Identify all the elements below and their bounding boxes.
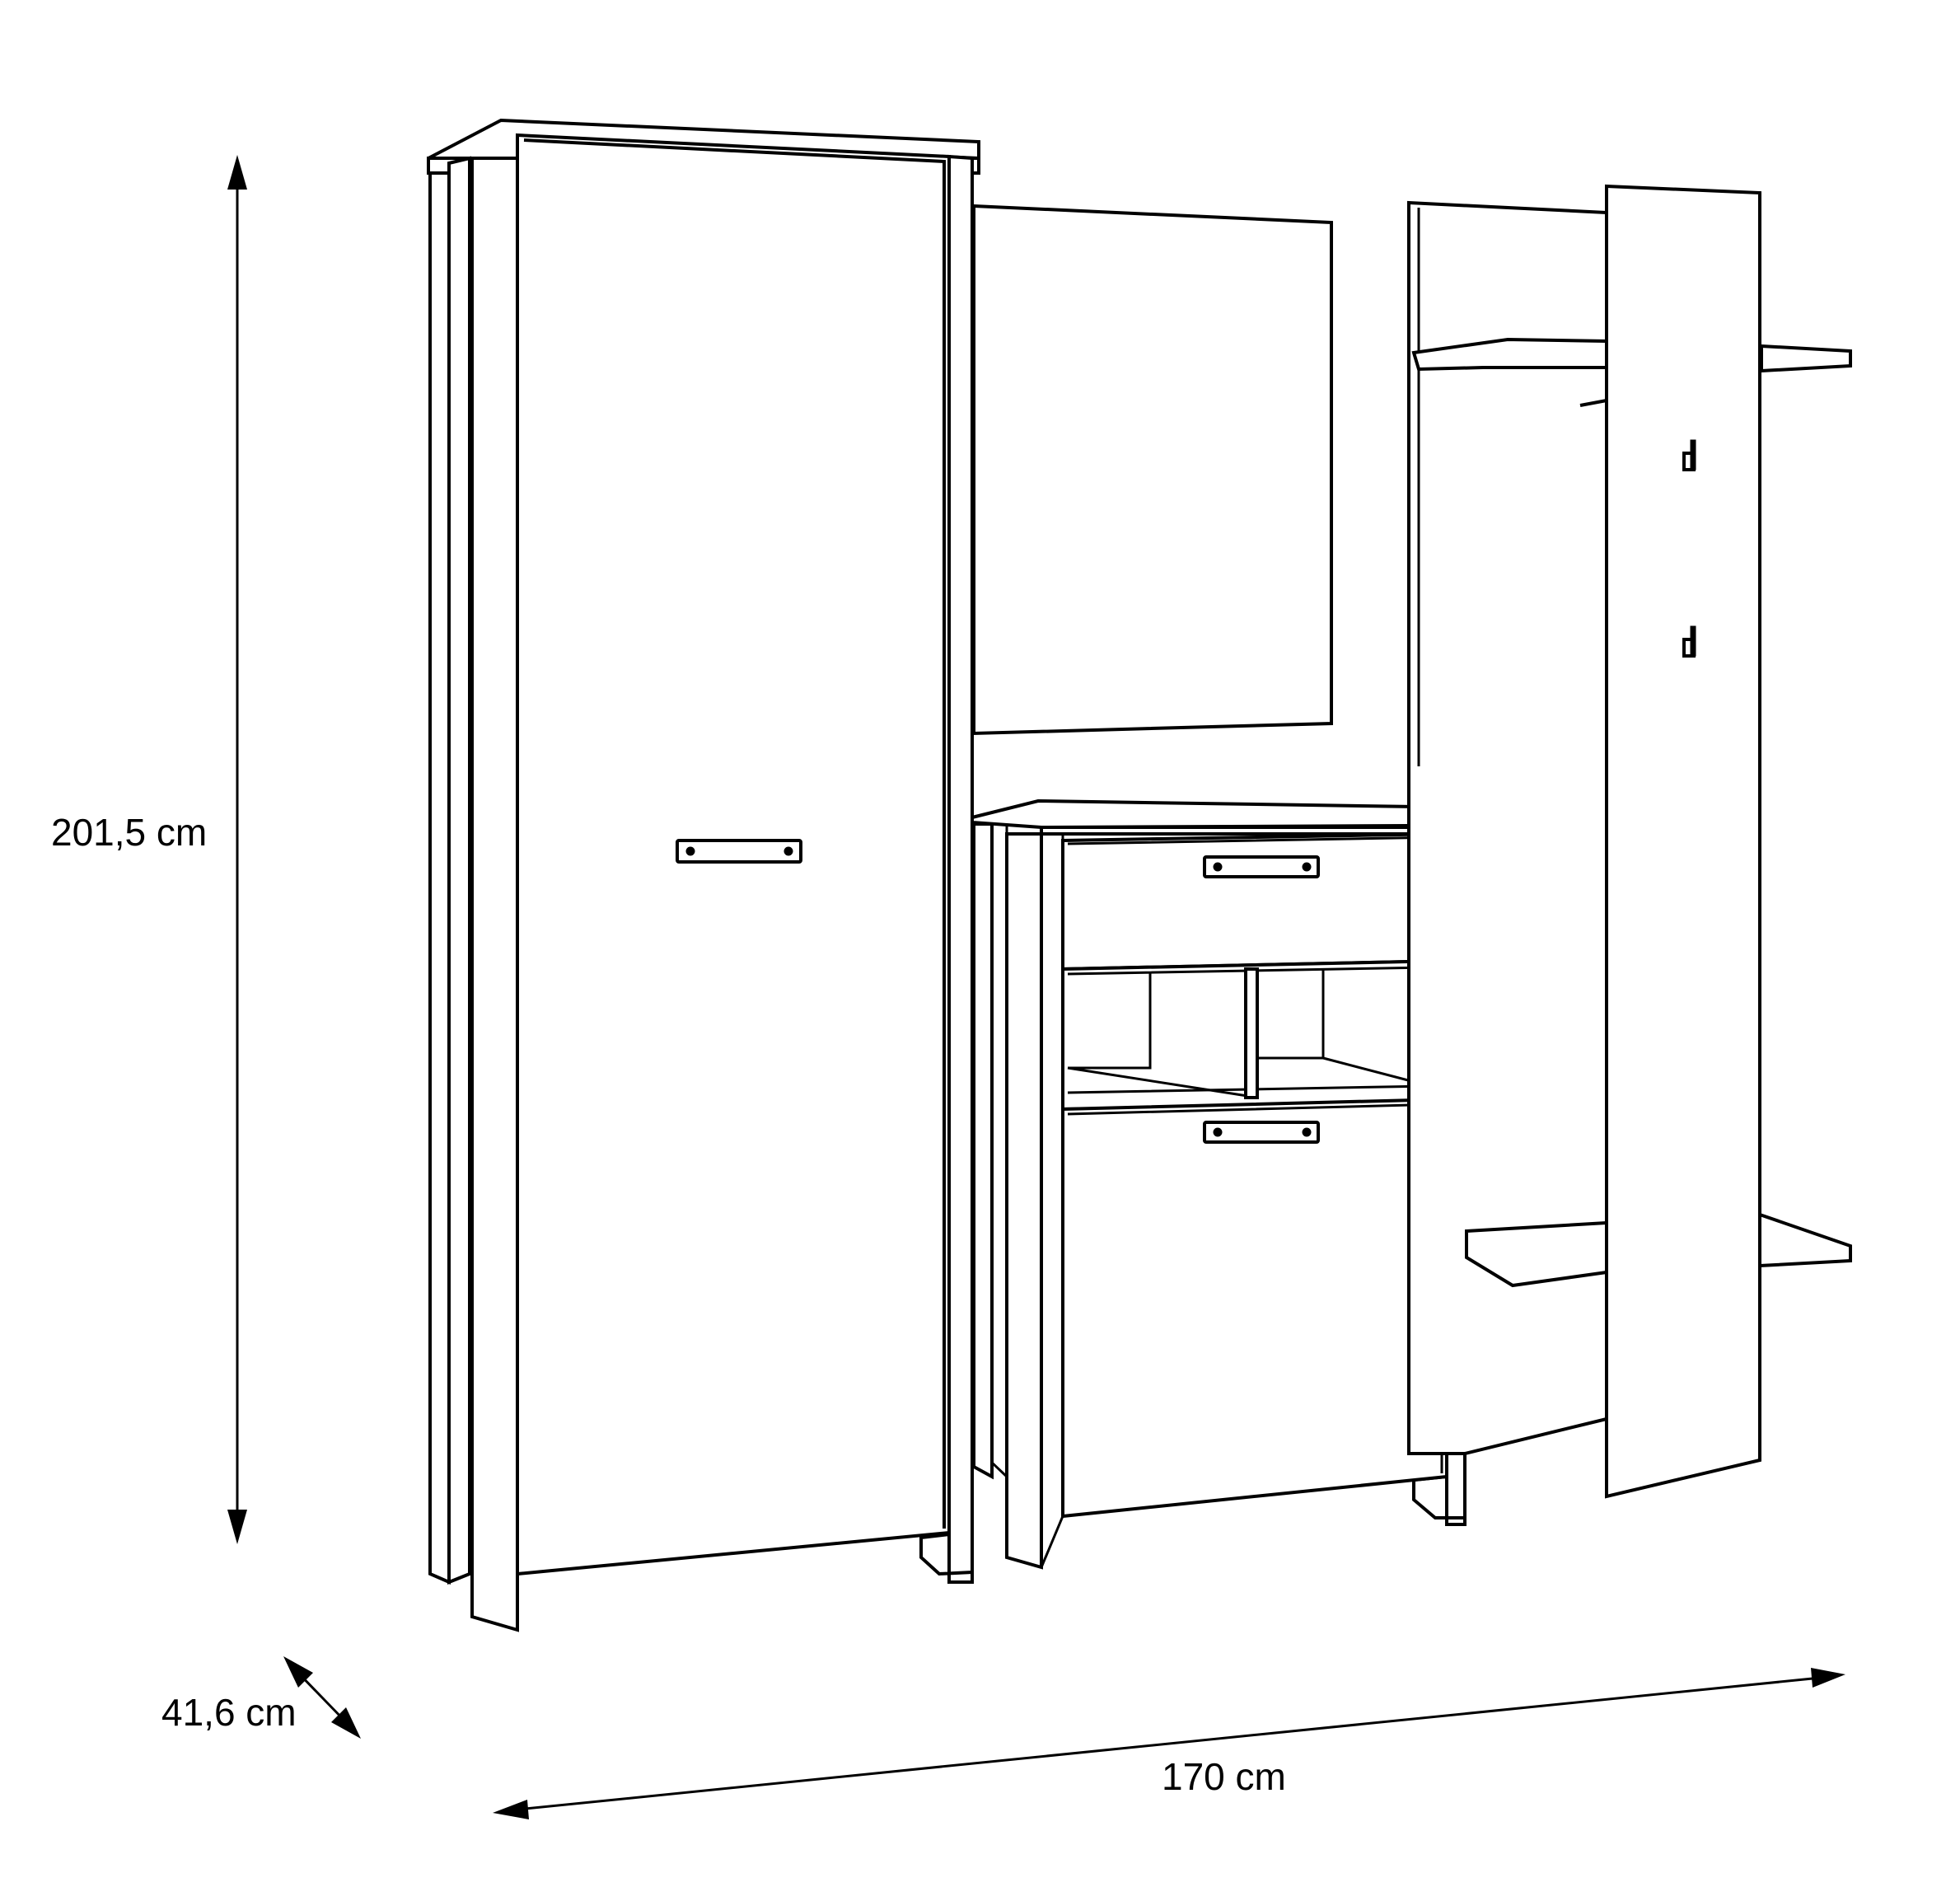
depth-label: 41,6 cm: [161, 1691, 297, 1734]
cabinet-left-side: [1040, 832, 1064, 1568]
cabinet-right-foot: [1412, 1474, 1466, 1526]
cabinet-back-frame: [990, 824, 1008, 1480]
cabinet-front-left-leg: [1005, 832, 1043, 1570]
coat-rack-rail: [1579, 399, 1607, 407]
coat-rack-top-shelf-right: [1760, 344, 1852, 373]
depth-arrow-top-icon: [283, 1656, 313, 1688]
wardrobe: [427, 118, 980, 1632]
width-arrow-right-icon: [1811, 1668, 1845, 1688]
depth-dimension: 41,6 cm: [161, 1656, 361, 1739]
wardrobe-front-left-post: [470, 157, 519, 1632]
cabinet-drawer: [1061, 831, 1448, 972]
coat-rack-front-panel: [1605, 184, 1761, 1499]
coat-rack-bottom-shelf: [1465, 1220, 1608, 1288]
height-arrow-top-icon: [227, 155, 247, 190]
cabinet-top-edge: [1040, 826, 1471, 836]
height-label: 201,5 cm: [51, 811, 207, 854]
wardrobe-left-side: [447, 156, 471, 1585]
depth-arrow-bottom-icon: [331, 1707, 361, 1739]
bottom-door-handle: [1203, 1121, 1320, 1144]
cabinet-bottom-door: [1061, 1097, 1448, 1519]
coat-rack-back-panel: [1407, 200, 1608, 1455]
wardrobe-door-handle: [676, 839, 802, 864]
coat-rack: [1407, 184, 1852, 1499]
width-dimension-line: [517, 1676, 1822, 1811]
wardrobe-right-foot: [919, 1532, 974, 1584]
mirror: [972, 204, 1333, 736]
wardrobe-back-left-leg: [428, 171, 451, 1585]
open-compartments: [1061, 958, 1448, 1112]
wardrobe-door-inner-edge: [523, 138, 946, 1529]
cabinet-back-left-leg: [972, 822, 994, 1480]
width-arrow-left-icon: [493, 1800, 529, 1819]
mirror-panel: [972, 204, 1333, 736]
drawer-handle: [1203, 855, 1320, 878]
height-arrow-bottom-icon: [227, 1510, 247, 1544]
coat-hook-lower: [1682, 625, 1696, 658]
coat-hook-upper: [1682, 439, 1696, 471]
width-dimension: 170 cm: [493, 1668, 1845, 1819]
wardrobe-right-post: [947, 154, 974, 1584]
height-dimension: 201,5 cm: [51, 155, 247, 1544]
width-label: 170 cm: [1162, 1755, 1286, 1798]
coat-rack-bottom-shelf-right: [1758, 1212, 1852, 1268]
shoe-cabinet: [971, 798, 1471, 1570]
cabinet-top-board: [971, 798, 1471, 830]
